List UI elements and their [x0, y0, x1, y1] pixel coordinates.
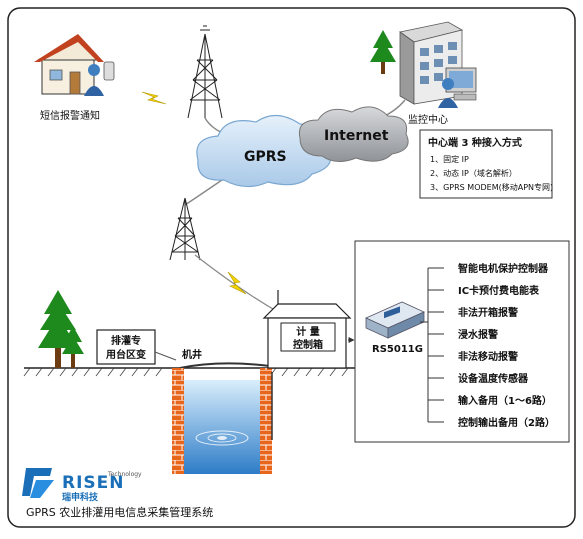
function-item: 智能电机保护控制器 [458, 262, 549, 275]
rs5011g-device-icon [365, 301, 425, 339]
sms-user-icon [84, 61, 115, 96]
logo-cn: 瑞申科技 [62, 491, 99, 503]
device-panel: RS5011G 智能电机保护控制器 IC卡预付费电能表非法开箱报警浸水报警非法移动… [354, 240, 570, 443]
access-item: 3、GPRS MODEM(移动APN专网) [430, 182, 553, 192]
function-item: 输入备用（1～6路） [458, 394, 552, 407]
monitor-label: 监控中心 [408, 113, 448, 126]
tree-icon-monitor [370, 30, 396, 74]
footer-title: GPRS 农业排灌用电信息采集管理系统 [26, 505, 213, 519]
sms-label: 短信报警通知 [40, 109, 100, 122]
meter-box-label-line: 控制箱 [293, 338, 323, 351]
cable-to-box [179, 362, 271, 369]
function-item: 设备温度传感器 [458, 372, 529, 385]
function-item: IC卡预付费电能表 [458, 284, 540, 297]
well-structure [172, 368, 272, 474]
power-line [154, 351, 177, 361]
monitor-user-icon [438, 78, 458, 108]
substation-box: 排灌专 用台区变 [96, 329, 156, 365]
logo-tag: Technology [107, 471, 142, 478]
logo-brand: RISEN [62, 473, 125, 493]
link-cloud-tower-mid [184, 179, 223, 206]
access-item: 2、动态 IP（域名解析） [430, 168, 517, 178]
house-icon [34, 34, 104, 95]
link-tower-box [194, 254, 279, 313]
access-methods-box: 中心端 3 种接入方式 1、固定 IP 2、动态 IP（域名解析） 3、GPRS… [419, 129, 553, 199]
ground-hatching [23, 367, 349, 377]
lightning-icon-sms [141, 91, 167, 105]
function-item: 非法移动报警 [458, 350, 518, 363]
substation-label-line: 用台区变 [105, 348, 146, 361]
function-item: 非法开箱报警 [458, 306, 518, 319]
meter-control-box: 计 量 控制箱 [262, 290, 352, 369]
device-model: RS5011G [372, 344, 423, 355]
meter-box-label-line: 计 量 [296, 325, 319, 338]
substation-label-line: 排灌专 [111, 334, 141, 347]
access-item: 1、固定 IP [430, 154, 469, 164]
function-item: 浸水报警 [458, 328, 498, 341]
internet-label: Internet [324, 128, 389, 144]
lightning-icon-field [227, 271, 247, 295]
risen-logo: RISEN Technology 瑞申科技 [22, 468, 142, 503]
access-title: 中心端 3 种接入方式 [428, 136, 522, 149]
function-item: 控制输出备用（2路） [458, 416, 555, 429]
tower-icon-field [169, 197, 201, 261]
well-label: 机井 [182, 348, 202, 361]
tree-icon-small [62, 326, 84, 368]
tower-icon-top [187, 25, 223, 119]
function-list: 智能电机保护控制器 IC卡预付费电能表非法开箱报警浸水报警非法移动报警设备温度传感… [428, 262, 555, 429]
outer-frame [7, 7, 576, 528]
gprs-label: GPRS [244, 149, 287, 165]
internet-cloud [298, 106, 409, 162]
